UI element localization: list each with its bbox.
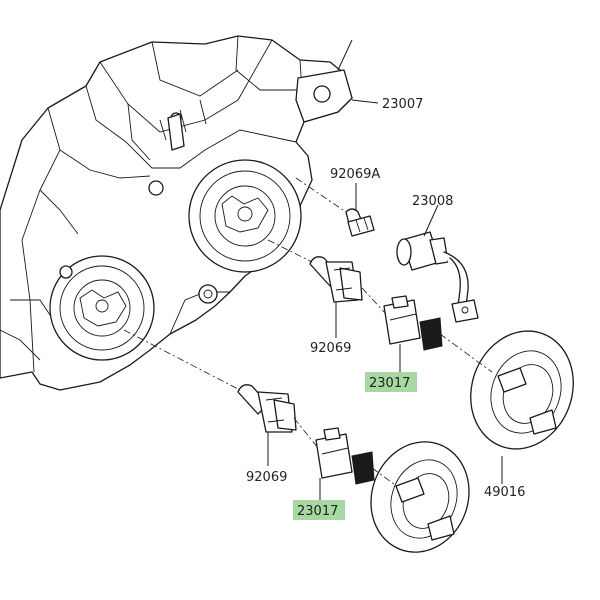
label-23017-upper: 23017 [369, 376, 410, 391]
socket-23017-upper [383, 295, 443, 351]
headlight-housing [0, 35, 353, 391]
socket-23008 [396, 231, 479, 323]
label-23017-lower: 23017 [297, 504, 338, 519]
dust-cover-49016-right [470, 330, 574, 450]
bulb-92069-lower [237, 384, 297, 433]
socket-23017-lower [315, 427, 375, 485]
highlight-23017-upper [365, 372, 417, 392]
highlight-23017-lower [293, 500, 345, 520]
label-92069-lower: 92069 [246, 470, 287, 485]
assembly-lines [123, 177, 493, 485]
label-92069A: 92069A [330, 167, 380, 182]
label-49016: 49016 [484, 485, 525, 500]
leader-lines [267, 39, 503, 500]
bulb-92069-upper [309, 256, 363, 303]
label-23007: 23007 [382, 97, 423, 112]
dust-cover-lower [370, 441, 470, 553]
label-23008: 23008 [412, 194, 453, 209]
label-92069-upper: 92069 [310, 341, 351, 356]
bulb-92069A [345, 208, 375, 237]
